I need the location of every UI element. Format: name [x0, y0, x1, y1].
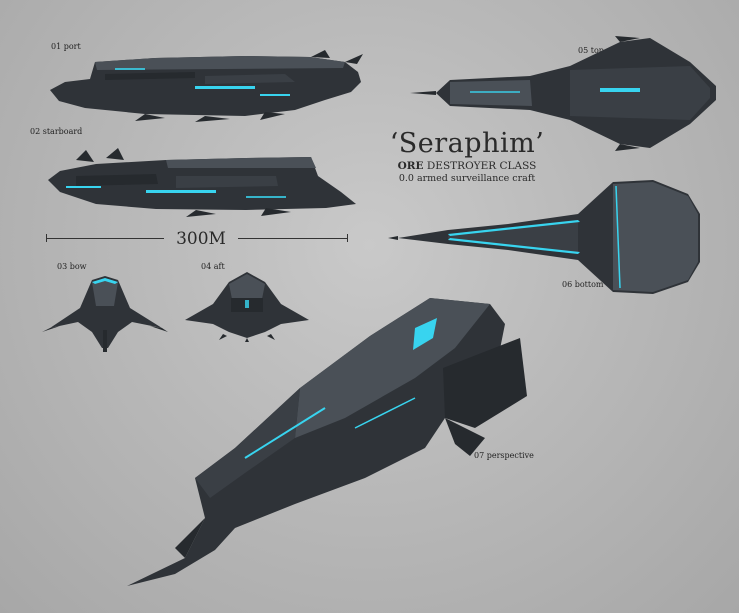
view-label-top: 05 top [578, 46, 604, 55]
ship-view-perspective [125, 288, 530, 593]
ship-view-top [410, 36, 728, 154]
ship-view-port [45, 48, 365, 123]
ship-view-aft [183, 270, 313, 342]
title-block: ‘Seraphim’ ORE DESTROYER CLASS 0.0 armed… [372, 128, 562, 185]
class-prefix: ORE [397, 160, 424, 172]
scale-bar: 300M [46, 229, 348, 249]
ship-view-bottom [388, 174, 708, 299]
scale-label: 300M [176, 229, 226, 249]
ship-view-bow [40, 270, 170, 355]
ship-view-starboard [46, 146, 366, 218]
view-label-aft: 04 aft [201, 262, 225, 271]
view-label-bottom: 06 bottom [562, 280, 604, 289]
view-label-starboard: 02 starboard [30, 127, 83, 136]
view-label-perspective: 07 perspective [474, 451, 534, 460]
ship-role: 0.0 armed surveillance craft [398, 173, 536, 184]
view-label-bow: 03 bow [57, 262, 87, 271]
ship-class: ORE DESTROYER CLASS [372, 160, 562, 173]
scale-line-right [238, 238, 348, 239]
scale-line-left [46, 238, 164, 239]
ship-name: ‘Seraphim’ [389, 128, 545, 159]
view-label-port: 01 port [51, 42, 81, 51]
class-rest: DESTROYER CLASS [426, 160, 537, 172]
scale-tick-right [347, 234, 348, 242]
